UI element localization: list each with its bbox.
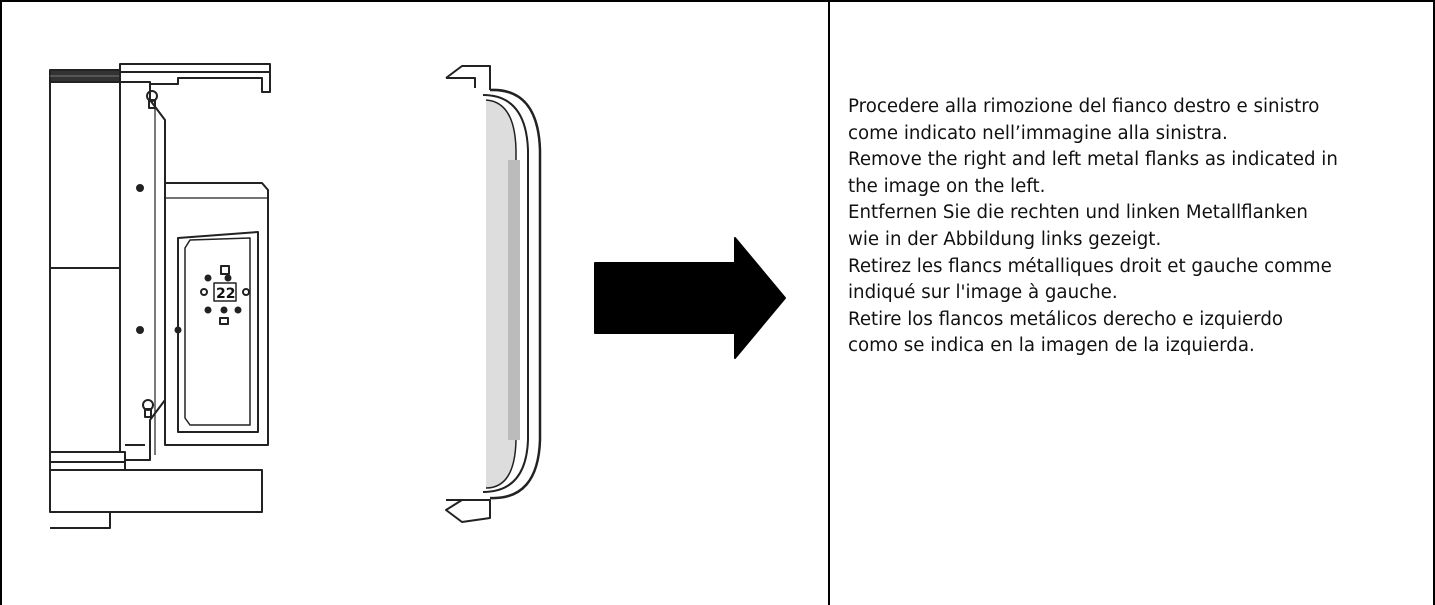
keyhole-slot-top	[146, 90, 158, 109]
table-left-border	[0, 0, 2, 605]
metal-flank-drawing	[445, 65, 542, 523]
arrow-right-icon	[594, 237, 786, 359]
instruction-line-en-1: Remove the right and left metal flanks a…	[848, 149, 1338, 171]
table-top-border	[0, 0, 1435, 2]
instructions-text: Procedere alla rimozione del fianco dest…	[848, 94, 1428, 360]
plate-label-22: 22	[216, 286, 235, 302]
instruction-line-de-2: wie in der Abbildung links gezeigt.	[848, 228, 1162, 250]
instruction-line-es-2: como se indica en la imagen de la izquie…	[848, 335, 1255, 357]
keyhole-slot-bottom	[142, 399, 154, 418]
instruction-line-de-1: Entfernen Sie die rechten und linken Met…	[848, 202, 1308, 224]
instruction-line-fr-2: indiqué sur l'image à gauche.	[848, 282, 1118, 304]
instruction-line-es-1: Retire los flancos metálicos derecho e i…	[848, 308, 1284, 330]
machine-side-panel-drawing: 22	[49, 63, 271, 529]
text-cell: Procedere alla rimozione del fianco dest…	[830, 0, 1435, 605]
instruction-line-it-2: come indicato nell’immagine alla sinistr…	[848, 122, 1228, 144]
instruction-line-fr-1: Retirez les flancs métalliques droit et …	[848, 255, 1332, 277]
figure-cell: 22	[49, 63, 786, 529]
table-cell-divider	[828, 0, 830, 605]
table-right-border	[1433, 0, 1435, 605]
instruction-line-it-1: Procedere alla rimozione del fianco dest…	[848, 96, 1320, 117]
instruction-line-en-2: the image on the left.	[848, 175, 1046, 197]
